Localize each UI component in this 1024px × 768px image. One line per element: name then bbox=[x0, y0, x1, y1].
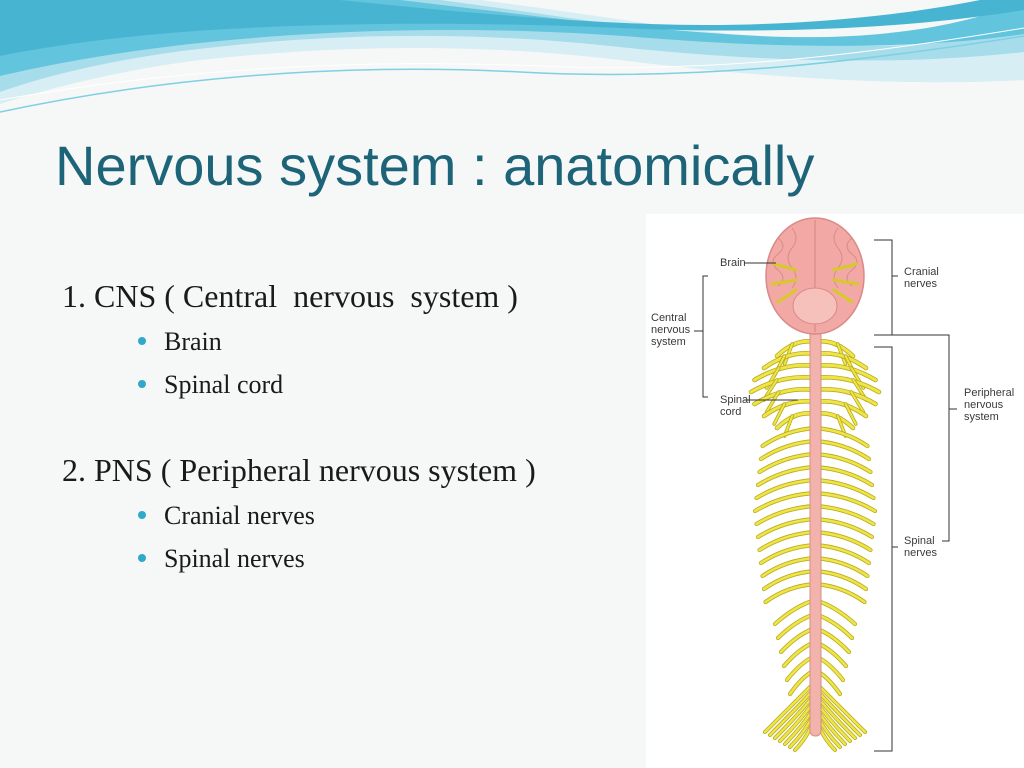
bullet-dot-icon bbox=[138, 511, 146, 519]
spinal-nerve-branch bbox=[765, 391, 780, 413]
header-wave-decoration bbox=[0, 0, 1024, 113]
cns-sublist: Brain Spinal cord bbox=[62, 320, 652, 406]
spinal-nerve-branch bbox=[752, 363, 817, 382]
label-spinal-cord: Spinal cord bbox=[720, 394, 751, 418]
nervous-system-illustration bbox=[694, 217, 957, 752]
spinal-nerve-branch bbox=[844, 403, 857, 425]
spinal-nerve-branch bbox=[763, 581, 818, 605]
spinal-cord-drawing bbox=[809, 303, 822, 737]
spinal-nerve-branch bbox=[773, 403, 786, 425]
list-item-label: Spinal nerves bbox=[164, 544, 305, 573]
bullet-dot-icon bbox=[138, 380, 146, 388]
bullet-dot-icon bbox=[138, 554, 146, 562]
label-central-nervous-system: Central nervous system bbox=[651, 312, 691, 348]
list-item-label: Brain bbox=[164, 327, 222, 356]
spinal-nerve-branch bbox=[850, 391, 865, 413]
label-spinal-nerves: Spinal nerves bbox=[904, 535, 938, 559]
list-item: Spinal cord bbox=[62, 363, 652, 406]
pns-sublist: Cranial nerves Spinal nerves bbox=[62, 494, 652, 580]
slide-title: Nervous system : anatomically bbox=[55, 134, 815, 197]
spinal-nerve-branch bbox=[812, 581, 867, 605]
spinal-nerve-branch bbox=[749, 375, 817, 394]
outline-list: 1. CNS ( Central nervous system ) Brain … bbox=[62, 272, 652, 620]
list-item-label: Cranial nerves bbox=[164, 501, 315, 530]
list-item-label: Spinal cord bbox=[164, 370, 284, 399]
list-item: Cranial nerves bbox=[62, 494, 652, 537]
label-lines bbox=[694, 239, 957, 752]
label-brain: Brain bbox=[720, 257, 746, 269]
label-cranial-nerves: Cranial nerves bbox=[904, 266, 939, 290]
spinal-nerve-branch bbox=[752, 387, 817, 406]
list-item: Spinal nerves bbox=[62, 537, 652, 580]
brain-drawing bbox=[765, 217, 865, 335]
nervous-system-figure: Brain Central nervous system Spinal cord… bbox=[646, 214, 1024, 768]
pns-heading: 2. PNS ( Peripheral nervous system ) bbox=[62, 452, 536, 488]
list-item: Brain bbox=[62, 320, 652, 363]
bullet-dot-icon bbox=[138, 337, 146, 345]
cns-heading: 1. CNS ( Central nervous system ) bbox=[62, 278, 518, 314]
label-peripheral-nervous-system: Peripheral nervous system bbox=[964, 387, 1015, 423]
